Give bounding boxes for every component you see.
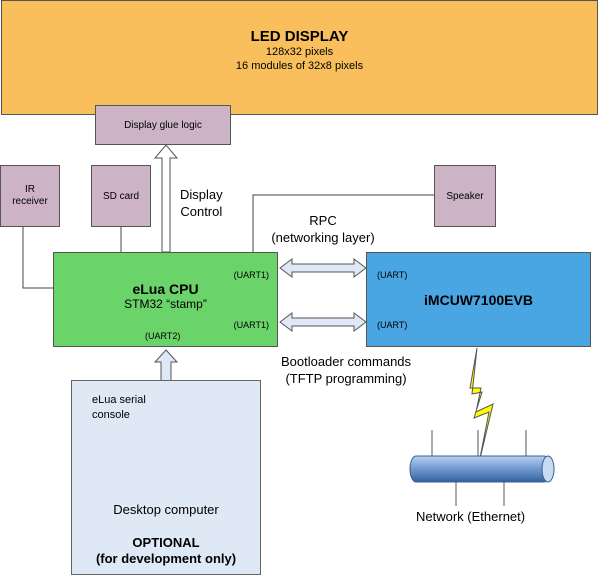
cpu-uart1-bottom-label: (UART1)	[233, 320, 269, 330]
serial-console-line2: console	[92, 409, 130, 421]
lightning-bolt	[469, 347, 494, 464]
speaker-connector	[252, 194, 434, 252]
uart1-top-arrow	[279, 258, 367, 278]
led-display-box: LED DISPLAY 128x32 pixels 16 modules of …	[1, 0, 598, 115]
ir-receiver-label-1: IR	[25, 184, 35, 195]
display-control-line1: Display	[180, 187, 223, 202]
rpc-label: RPC (networking layer)	[258, 212, 388, 246]
cpu-uart1-top-label: (UART1)	[233, 270, 269, 280]
network-cable-end	[541, 455, 555, 483]
display-control-line2: Control	[180, 204, 223, 219]
serial-console-line1: eLua serial	[92, 394, 146, 406]
display-control-label: Display Control	[180, 186, 223, 220]
wifi-module-title: iMCUW7100EVB	[424, 291, 533, 308]
bootloader-label: Bootloader commands (TFTP programming)	[266, 353, 426, 387]
bootloader-line1: Bootloader commands	[280, 354, 412, 369]
network-cable	[409, 455, 551, 483]
uart1-bottom-arrow	[279, 312, 367, 332]
wifi-module-box: iMCUW7100EVB (UART) (UART)	[366, 252, 591, 347]
ir-connector	[22, 227, 53, 289]
network-label: Network (Ethernet)	[416, 509, 526, 524]
elua-cpu-title: eLua CPU	[132, 281, 199, 297]
cpu-uart2-label: (UART2)	[145, 331, 181, 341]
sd-card-label: SD card	[102, 190, 140, 202]
wifi-uart-bottom-label: (UART)	[377, 320, 408, 330]
optional-title-line2: (for development only)	[95, 551, 237, 566]
led-display-modules: 16 modules of 32x8 pixels	[235, 60, 364, 72]
rpc-line1: RPC	[309, 213, 337, 228]
elua-cpu-box: eLua CPU STM32 “stamp” (UART1) (UART1) (…	[53, 252, 278, 347]
speaker-box: Speaker	[434, 165, 496, 227]
display-glue-logic-box: Display glue logic	[95, 105, 231, 145]
rpc-line2: (networking layer)	[271, 230, 375, 245]
speaker-label: Speaker	[446, 190, 484, 202]
ir-receiver-label-2: receiver	[12, 196, 48, 207]
led-display-title: LED DISPLAY	[250, 28, 349, 45]
serial-console-label: eLua serial console	[92, 393, 146, 423]
bootloader-line2: (TFTP programming)	[285, 371, 407, 386]
led-display-resolution: 128x32 pixels	[265, 46, 334, 58]
elua-cpu-subtitle: STM32 “stamp”	[124, 297, 207, 311]
display-control-arrow	[153, 144, 179, 253]
optional-development-box: eLua serial console Desktop computer OPT…	[71, 380, 261, 575]
sd-card-box: SD card	[91, 165, 151, 227]
optional-title-line1: OPTIONAL	[132, 535, 200, 550]
optional-title: OPTIONAL (for development only)	[72, 535, 260, 567]
display-glue-logic-label: Display glue logic	[124, 119, 202, 131]
wifi-uart-top-label: (UART)	[377, 270, 408, 280]
ir-receiver-box: IR receiver	[0, 165, 60, 227]
desktop-computer-label: Desktop computer	[113, 502, 219, 517]
